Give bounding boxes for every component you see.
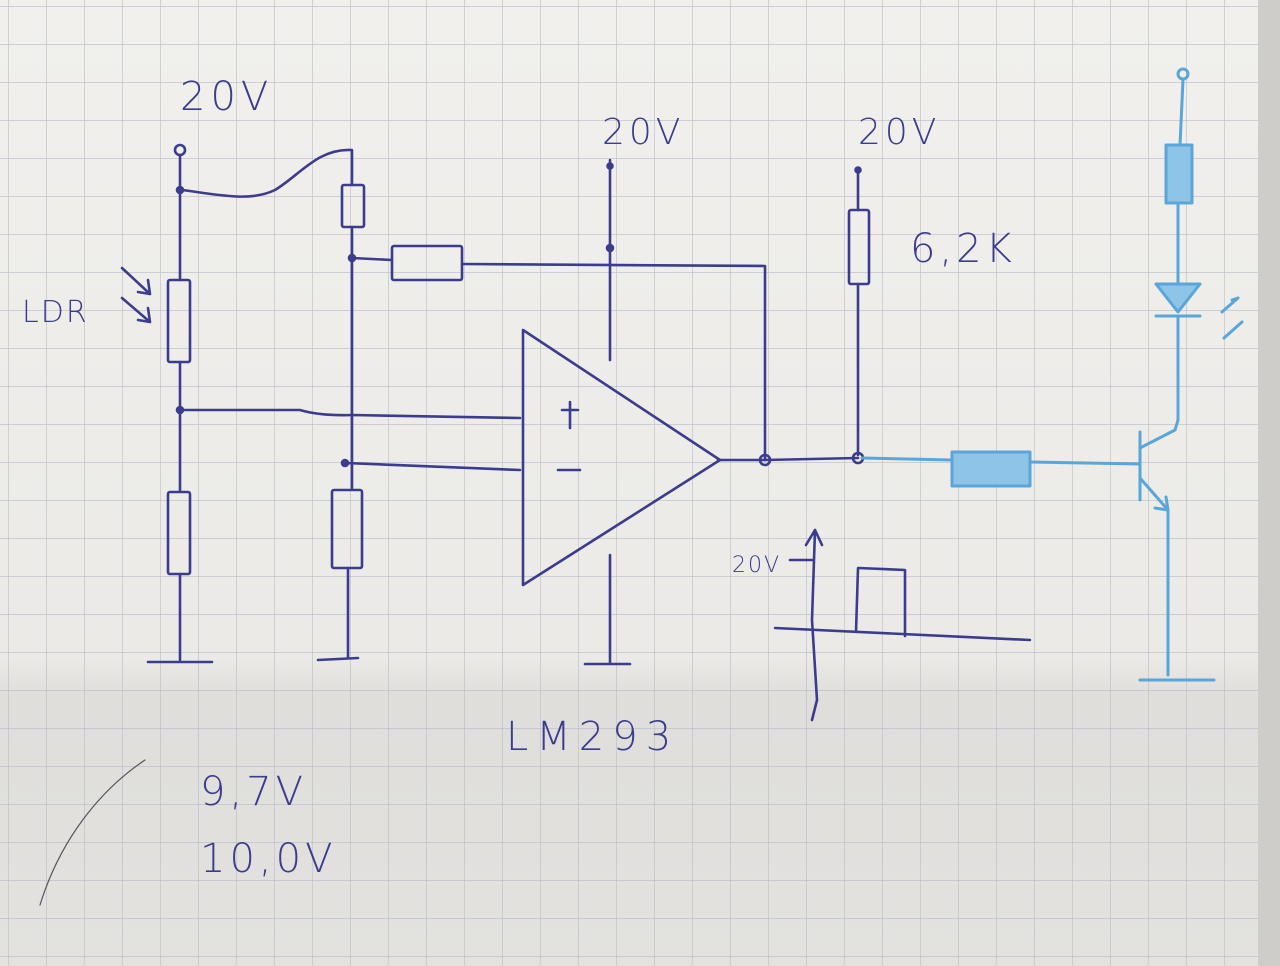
junction bbox=[854, 166, 862, 174]
chip-label: LM293 bbox=[506, 714, 679, 760]
wave-pulse bbox=[854, 566, 907, 638]
junction bbox=[347, 253, 357, 263]
junction bbox=[606, 162, 614, 170]
supply-label-left: 20V bbox=[180, 74, 273, 120]
ldr-arrow-2 bbox=[120, 296, 152, 324]
ldr-label: LDR bbox=[22, 295, 89, 330]
mid-ground bbox=[316, 656, 360, 662]
output-node-1 bbox=[758, 453, 772, 467]
transistor-collector bbox=[1138, 418, 1180, 450]
opamp-plus-sign bbox=[560, 400, 580, 430]
led-arrow-1 bbox=[1220, 296, 1240, 314]
blue-driver-circuit bbox=[860, 67, 1244, 682]
opamp-triangle bbox=[521, 328, 722, 587]
wave-x-axis bbox=[773, 626, 1032, 642]
measured-voltage-1: 9,7V bbox=[200, 769, 307, 815]
wave-y-arrow bbox=[804, 528, 824, 547]
output-wire bbox=[716, 456, 860, 462]
led-diode bbox=[1154, 282, 1202, 318]
pullup-value-label: 6,2K bbox=[910, 226, 1016, 272]
led-rail-top bbox=[1178, 78, 1185, 147]
supply-label-opamp: 20V bbox=[602, 112, 684, 153]
top-wire-curve bbox=[180, 148, 354, 198]
blue-wire-out bbox=[860, 456, 954, 462]
paper-edge bbox=[1258, 0, 1280, 966]
measured-voltage-2: 10,0V bbox=[200, 836, 336, 882]
junction bbox=[175, 405, 185, 415]
waveform-level-label: 20V bbox=[732, 553, 781, 578]
junction bbox=[175, 185, 185, 195]
led-resistor bbox=[1164, 143, 1194, 205]
ink-circuit bbox=[39, 143, 1032, 906]
plus-input-wire bbox=[178, 408, 522, 420]
wave-y-axis bbox=[810, 528, 819, 722]
junction bbox=[605, 243, 615, 253]
ldr-arrow-1 bbox=[120, 266, 152, 296]
blue-wire-base bbox=[1028, 460, 1142, 466]
led-arrow-2 bbox=[1222, 320, 1244, 340]
supply-label-pullup: 20V bbox=[858, 112, 940, 153]
base-resistor bbox=[950, 450, 1032, 488]
pencil-stroke bbox=[39, 759, 146, 906]
feedback-wire-left bbox=[350, 256, 394, 262]
junction bbox=[340, 458, 350, 468]
feedback-wire-top bbox=[460, 262, 767, 462]
minus-input-wire bbox=[343, 461, 522, 472]
